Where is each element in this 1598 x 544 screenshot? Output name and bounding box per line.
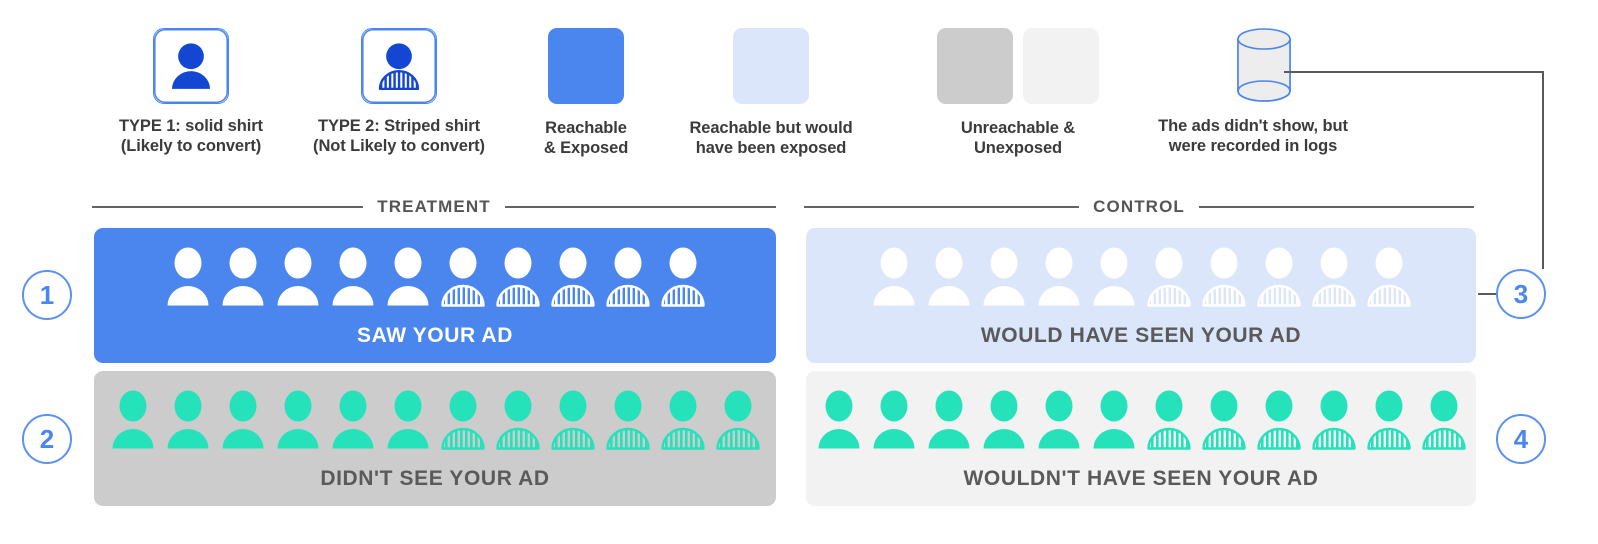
panel-control-would-have-seen-ad[interactable]: WOULD HAVE SEEN YOUR AD bbox=[806, 228, 1476, 363]
section-label-control: CONTROL bbox=[1093, 197, 1185, 216]
figure-row bbox=[94, 246, 776, 308]
person-striped-shirt-icon bbox=[550, 390, 595, 450]
panel-control-wouldnt-have-seen-ad[interactable]: WOULDN'T HAVE SEEN YOUR AD bbox=[806, 371, 1476, 506]
person-striped-shirt-icon bbox=[1146, 390, 1191, 450]
rule-left bbox=[92, 206, 364, 208]
legend-caption: Reachable & Exposed bbox=[543, 119, 629, 157]
person-solid-shirt-icon bbox=[1038, 247, 1079, 306]
person-striped-shirt-icon bbox=[715, 390, 760, 450]
person-striped-shirt-icon bbox=[550, 247, 595, 307]
panel-label-saw-your-ad: SAW YOUR AD bbox=[357, 324, 513, 347]
panel-label-didnt-see-your-ad: DIDN'T SEE YOUR AD bbox=[320, 467, 550, 490]
person-solid-shirt-icon bbox=[1038, 390, 1079, 449]
person-striped-shirt-icon bbox=[1146, 247, 1191, 307]
person-striped-shirt-icon bbox=[605, 390, 650, 450]
person-striped-shirt-icon bbox=[1366, 247, 1411, 307]
color-swatch-unreachable-light bbox=[1023, 28, 1099, 104]
person-striped-shirt-icon bbox=[495, 247, 540, 307]
section-header-control: CONTROL bbox=[804, 197, 1474, 217]
panel-treatment-saw-ad[interactable]: SAW YOUR AD bbox=[94, 228, 776, 363]
person-solid-shirt-icon bbox=[1093, 247, 1134, 306]
person-striped-shirt-icon bbox=[1201, 247, 1246, 307]
rule-right bbox=[504, 206, 776, 208]
connector-stub-panel3 bbox=[1478, 293, 1504, 295]
person-solid-shirt-icon bbox=[167, 247, 208, 306]
color-swatch-unreachable-dark bbox=[937, 28, 1013, 104]
section-header-treatment: TREATMENT bbox=[92, 197, 776, 217]
person-striped-shirt-icon bbox=[1366, 390, 1411, 450]
database-cylinder-icon bbox=[1237, 28, 1291, 102]
person-striped-shirt-icon bbox=[1201, 390, 1246, 450]
person-striped-shirt-icon bbox=[1311, 247, 1356, 307]
legend-item-type-2: TYPE 2: Striped shirt (Not Likely to con… bbox=[286, 28, 512, 156]
legend-item-unreachable-unexposed: Unreachable & Unexposed bbox=[908, 28, 1128, 158]
figure-row bbox=[806, 246, 1476, 308]
person-solid-shirt-icon bbox=[222, 247, 263, 306]
person-solid-shirt-icon bbox=[928, 390, 969, 449]
section-label-treatment: TREATMENT bbox=[377, 197, 491, 216]
person-solid-shirt-icon bbox=[1093, 390, 1134, 449]
person-striped-shirt-icon bbox=[361, 28, 437, 104]
badge-4[interactable]: 4 bbox=[1496, 414, 1546, 464]
person-striped-shirt-icon bbox=[1256, 247, 1301, 307]
legend-item-type-1: TYPE 1: solid shirt (Likely to convert) bbox=[78, 28, 304, 156]
person-striped-shirt-icon bbox=[605, 247, 650, 307]
legend-caption: The ads didn't show, but were recorded i… bbox=[1158, 117, 1348, 155]
person-solid-shirt-icon bbox=[153, 28, 229, 104]
panel-label-wouldnt-have-seen-your-ad: WOULDN'T HAVE SEEN YOUR AD bbox=[963, 467, 1319, 490]
person-solid-shirt-icon bbox=[277, 247, 318, 306]
person-solid-shirt-icon bbox=[983, 390, 1024, 449]
person-solid-shirt-icon bbox=[387, 390, 428, 449]
person-solid-shirt-icon bbox=[332, 390, 373, 449]
badge-3[interactable]: 3 bbox=[1496, 269, 1546, 319]
legend-item-ads-in-logs: The ads didn't show, but were recorded i… bbox=[1140, 28, 1366, 156]
person-striped-shirt-icon bbox=[1311, 390, 1356, 450]
figure-row bbox=[806, 389, 1476, 451]
person-solid-shirt-icon bbox=[277, 390, 318, 449]
person-striped-shirt-icon bbox=[440, 390, 485, 450]
legend: TYPE 1: solid shirt (Likely to convert) … bbox=[0, 0, 1598, 185]
legend-caption: Reachable but would have been exposed bbox=[689, 119, 853, 157]
person-striped-shirt-icon bbox=[660, 247, 705, 307]
panel-label-would-have-seen-your-ad: WOULD HAVE SEEN YOUR AD bbox=[980, 324, 1302, 347]
person-striped-shirt-icon bbox=[495, 390, 540, 450]
person-solid-shirt-icon bbox=[332, 247, 373, 306]
badge-2[interactable]: 2 bbox=[22, 414, 72, 464]
person-solid-shirt-icon bbox=[112, 390, 153, 449]
color-swatch-reachable-exposed bbox=[548, 28, 624, 104]
person-solid-shirt-icon bbox=[387, 247, 428, 306]
panel-treatment-didnt-see-ad[interactable]: DIDN'T SEE YOUR AD bbox=[94, 371, 776, 506]
color-swatch-pair bbox=[908, 28, 1128, 104]
connector-vertical-db bbox=[1542, 71, 1544, 269]
figure-row bbox=[94, 389, 776, 451]
legend-item-reachable-exposed: Reachable & Exposed bbox=[496, 28, 676, 158]
legend-caption: TYPE 2: Striped shirt (Not Likely to con… bbox=[313, 117, 485, 155]
person-solid-shirt-icon bbox=[983, 247, 1024, 306]
person-striped-shirt-icon bbox=[1421, 390, 1466, 450]
legend-caption: TYPE 1: solid shirt (Likely to convert) bbox=[119, 117, 263, 155]
person-solid-shirt-icon bbox=[222, 390, 263, 449]
legend-caption: Unreachable & Unexposed bbox=[960, 119, 1076, 157]
badge-1[interactable]: 1 bbox=[22, 270, 72, 320]
person-solid-shirt-icon bbox=[818, 390, 859, 449]
rule-left bbox=[804, 206, 1080, 208]
legend-item-reachable-would-have-been-exposed: Reachable but would have been exposed bbox=[660, 28, 882, 158]
color-swatch-would-have-been-exposed bbox=[733, 28, 809, 104]
person-striped-shirt-icon bbox=[440, 247, 485, 307]
person-solid-shirt-icon bbox=[873, 390, 914, 449]
person-striped-shirt-icon bbox=[1256, 390, 1301, 450]
connector-horizontal-db bbox=[1284, 71, 1544, 73]
rule-right bbox=[1198, 206, 1474, 208]
person-solid-shirt-icon bbox=[873, 247, 914, 306]
person-solid-shirt-icon bbox=[928, 247, 969, 306]
person-solid-shirt-icon bbox=[167, 390, 208, 449]
person-striped-shirt-icon bbox=[660, 390, 705, 450]
